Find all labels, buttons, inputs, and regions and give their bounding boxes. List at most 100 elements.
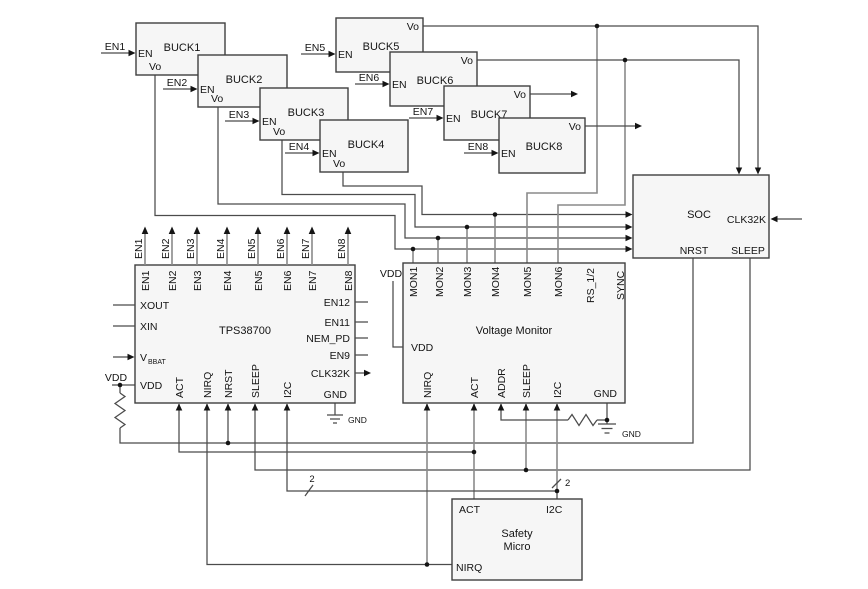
wire-en8-input: EN8 bbox=[464, 141, 499, 157]
tps-pin-en8: EN8 bbox=[343, 270, 355, 291]
en4-signal-label: EN4 bbox=[289, 141, 310, 153]
junction-dot bbox=[424, 562, 430, 567]
buck7-vo-pin: Vo bbox=[514, 89, 526, 101]
gnd-symbol-tps-label: GND bbox=[348, 415, 367, 425]
tps-top-pin-labels: EN1 EN2 EN3 EN4 EN5 EN6 EN7 EN8 bbox=[140, 270, 355, 291]
wire-nirq-net bbox=[203, 403, 452, 566]
wire-buck5-vo-net bbox=[423, 25, 762, 263]
junction-dot bbox=[117, 382, 123, 388]
buck1-title: BUCK1 bbox=[164, 42, 201, 54]
junction-dot bbox=[492, 212, 498, 217]
wire-tps-gnd: GND bbox=[327, 403, 367, 425]
tps-pin-vbbat-sub: BBAT bbox=[148, 359, 166, 366]
tps-pin-act: ACT bbox=[174, 376, 186, 398]
vm-pin-mon2: MON2 bbox=[434, 267, 446, 297]
tps-pin-en9: EN9 bbox=[330, 350, 351, 362]
junction-dot bbox=[604, 417, 610, 423]
en7-signal-label: EN7 bbox=[413, 106, 434, 118]
voltage-monitor-box bbox=[402, 262, 626, 404]
sm-pin-nirq: NIRQ bbox=[456, 562, 482, 574]
wire-en1-input: EN1 bbox=[101, 41, 136, 57]
safety-micro-title-line2: Micro bbox=[504, 541, 531, 553]
tps-en1-net-label: EN1 bbox=[133, 238, 145, 259]
wire-addr-gnd-net: GND bbox=[497, 403, 641, 439]
sm-pin-act: ACT bbox=[459, 504, 481, 516]
soc-title: SOC bbox=[687, 209, 711, 221]
soc-pin-sleep: SLEEP bbox=[731, 245, 765, 257]
tps-right-pins: EN12 EN11 NEM_PD EN9 CLK32K GND bbox=[306, 297, 371, 401]
block-voltage-monitor: Voltage Monitor MON1 MON2 MON3 MON4 MON5… bbox=[380, 262, 627, 404]
tps-pin-en11: EN11 bbox=[325, 317, 351, 329]
tps-pin-vdd: VDD bbox=[140, 380, 163, 392]
vm-pin-sync: SYNC bbox=[615, 270, 627, 300]
voltage-monitor-title: Voltage Monitor bbox=[476, 325, 553, 337]
gnd-symbol-vm-label: GND bbox=[622, 429, 641, 439]
tps-pin-vbbat: V bbox=[140, 352, 147, 364]
tps-en6-net-label: EN6 bbox=[275, 238, 287, 259]
sm-pin-i2c: I2C bbox=[546, 504, 563, 516]
buck6-vo-pin: Vo bbox=[461, 55, 473, 67]
junction-dot bbox=[622, 57, 628, 63]
wire-en2-input: EN2 bbox=[163, 77, 198, 93]
vm-bottom-pin-labels: NIRQ ACT ADDR SLEEP I2C GND bbox=[422, 364, 617, 400]
en1-signal-label: EN1 bbox=[105, 41, 126, 53]
buck5-vo-pin: Vo bbox=[407, 21, 419, 33]
vm-pin-mon6: MON6 bbox=[553, 267, 565, 297]
tps-en8-net-label: EN8 bbox=[336, 238, 348, 259]
bus-width-label-left: 2 bbox=[309, 474, 314, 485]
gnd-symbol-tps: GND bbox=[327, 414, 367, 425]
soc-pin-nrst: NRST bbox=[680, 245, 709, 257]
buck6-title: BUCK6 bbox=[417, 75, 454, 87]
vm-pin-nirq: NIRQ bbox=[422, 372, 434, 398]
buck6-en-pin: EN bbox=[392, 79, 407, 91]
en3-signal-label: EN3 bbox=[229, 109, 250, 121]
block-tps38700: TPS38700 EN1 EN2 EN3 EN4 EN5 EN6 EN7 EN8… bbox=[105, 226, 371, 404]
buck8-vo-pin: Vo bbox=[569, 121, 581, 133]
wire-en7-input: EN7 bbox=[409, 106, 444, 122]
buck4-en-pin: EN bbox=[322, 148, 337, 160]
vm-pin-mon3: MON3 bbox=[462, 267, 474, 297]
tps-pin-en1: EN1 bbox=[140, 270, 152, 291]
block-buck4: EN BUCK4 Vo bbox=[319, 119, 409, 173]
tps-pin-en4: EN4 bbox=[222, 270, 234, 291]
bus-slash-right bbox=[551, 478, 562, 489]
block-soc: SOC CLK32K NRST SLEEP bbox=[632, 174, 802, 259]
bus-width-label-right: 2 bbox=[565, 478, 570, 489]
wire-buck7-vo-stub bbox=[530, 90, 578, 98]
junction-dot bbox=[523, 467, 529, 473]
tps-en4-net-label: EN4 bbox=[215, 238, 227, 259]
wire-buck2-vo-net bbox=[217, 107, 633, 263]
buck1-vo-pin: Vo bbox=[149, 61, 161, 73]
buck8-box bbox=[498, 117, 586, 174]
junction-dot bbox=[225, 440, 231, 446]
vm-pin-mon1: MON1 bbox=[408, 267, 420, 297]
buck8-en-pin: EN bbox=[501, 148, 516, 160]
tps-pin-nem-pd: NEM_PD bbox=[306, 333, 350, 345]
buck4-title: BUCK4 bbox=[348, 139, 385, 151]
buck3-title: BUCK3 bbox=[288, 107, 325, 119]
tps-pin-xin: XIN bbox=[140, 321, 158, 333]
junction-dot bbox=[435, 235, 441, 241]
vm-pin-sleep: SLEEP bbox=[521, 364, 533, 398]
resistor-vdd-nrst-pullup bbox=[113, 392, 127, 429]
buck2-en-pin: EN bbox=[200, 84, 215, 96]
buck2-title: BUCK2 bbox=[226, 74, 263, 86]
tps-pin-clk32k: CLK32K bbox=[311, 368, 350, 380]
buck7-title: BUCK7 bbox=[471, 109, 508, 121]
junction-dot bbox=[410, 246, 416, 252]
tps-pin-gnd: GND bbox=[324, 389, 348, 401]
tps-pin-xout: XOUT bbox=[140, 300, 170, 312]
buck3-en-pin: EN bbox=[262, 116, 277, 128]
tps-en3-net-label: EN3 bbox=[185, 238, 197, 259]
buck3-vo-pin: Vo bbox=[273, 126, 285, 138]
vm-pin-i2c: I2C bbox=[552, 381, 564, 398]
junction-dot bbox=[471, 449, 477, 455]
tps-pin-en7: EN7 bbox=[307, 270, 319, 291]
resistor-addr-pulldown bbox=[567, 413, 598, 427]
tps-en5-net-label: EN5 bbox=[246, 238, 258, 259]
tps-pin-sleep: SLEEP bbox=[250, 364, 262, 398]
junction-dot bbox=[594, 23, 600, 29]
buck7-box bbox=[443, 85, 531, 141]
